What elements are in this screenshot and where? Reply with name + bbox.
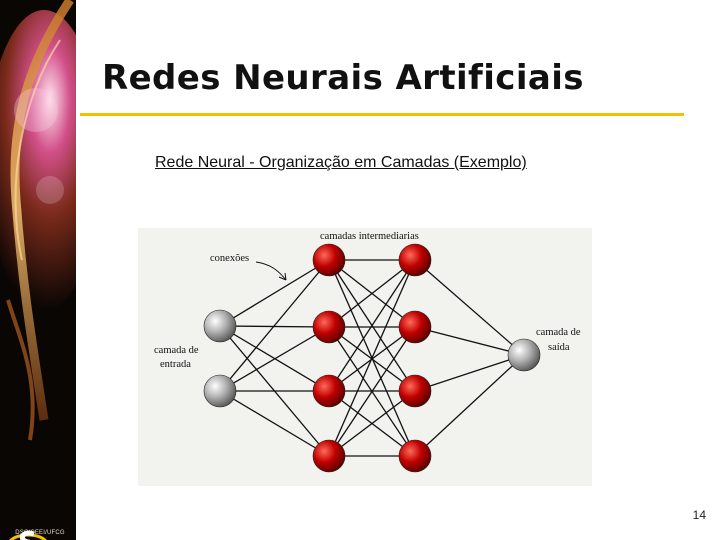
neuron-hidden-1-3 xyxy=(313,375,345,407)
title-underline xyxy=(80,113,684,116)
slide-subtitle: Rede Neural - Organização em Camadas (Ex… xyxy=(155,154,527,172)
dsc-logo: DSC/CEEI/UFCG xyxy=(8,528,72,536)
connection-hidden-2-4-to-output-1 xyxy=(415,355,524,456)
neuron-hidden-2-3 xyxy=(399,375,431,407)
neuron-hidden-1-1 xyxy=(313,244,345,276)
dsc-logo-icon xyxy=(8,528,48,540)
hidden-layers-label: camadas intermediarias xyxy=(320,230,419,243)
neural-network-diagram: camadas intermediarias conexões camada d… xyxy=(138,228,592,486)
neuron-hidden-2-2 xyxy=(399,311,431,343)
neuron-hidden-2-4 xyxy=(399,440,431,472)
connection-input-2-to-hidden-1-4 xyxy=(220,391,329,456)
connections-pointer-arrow xyxy=(256,262,286,280)
connections-label: conexões xyxy=(210,252,249,265)
slide-title: Redes Neurais Artificiais xyxy=(102,58,584,98)
neuron-hidden-2-1 xyxy=(399,244,431,276)
neuron-hidden-1-2 xyxy=(313,311,345,343)
connection-input-1-to-hidden-1-1 xyxy=(220,260,329,326)
neuron-output-1 xyxy=(508,339,540,371)
neural-network-graph xyxy=(138,228,592,486)
input-layer-label-line2: entrada xyxy=(160,358,191,371)
sidebar-artwork xyxy=(0,0,76,540)
output-layer-label-line2: saída xyxy=(548,341,570,354)
input-layer-label-line1: camada de xyxy=(154,344,199,357)
page-number: 14 xyxy=(693,508,706,522)
output-layer-label-line1: camada de xyxy=(536,326,581,339)
connection-hidden-2-3-to-output-1 xyxy=(415,355,524,391)
connections-group xyxy=(220,260,524,456)
neuron-input-2 xyxy=(204,375,236,407)
decorative-sidebar: DSC/CEEI/UFCG xyxy=(0,0,76,540)
neuron-input-1 xyxy=(204,310,236,342)
neuron-hidden-1-4 xyxy=(313,440,345,472)
